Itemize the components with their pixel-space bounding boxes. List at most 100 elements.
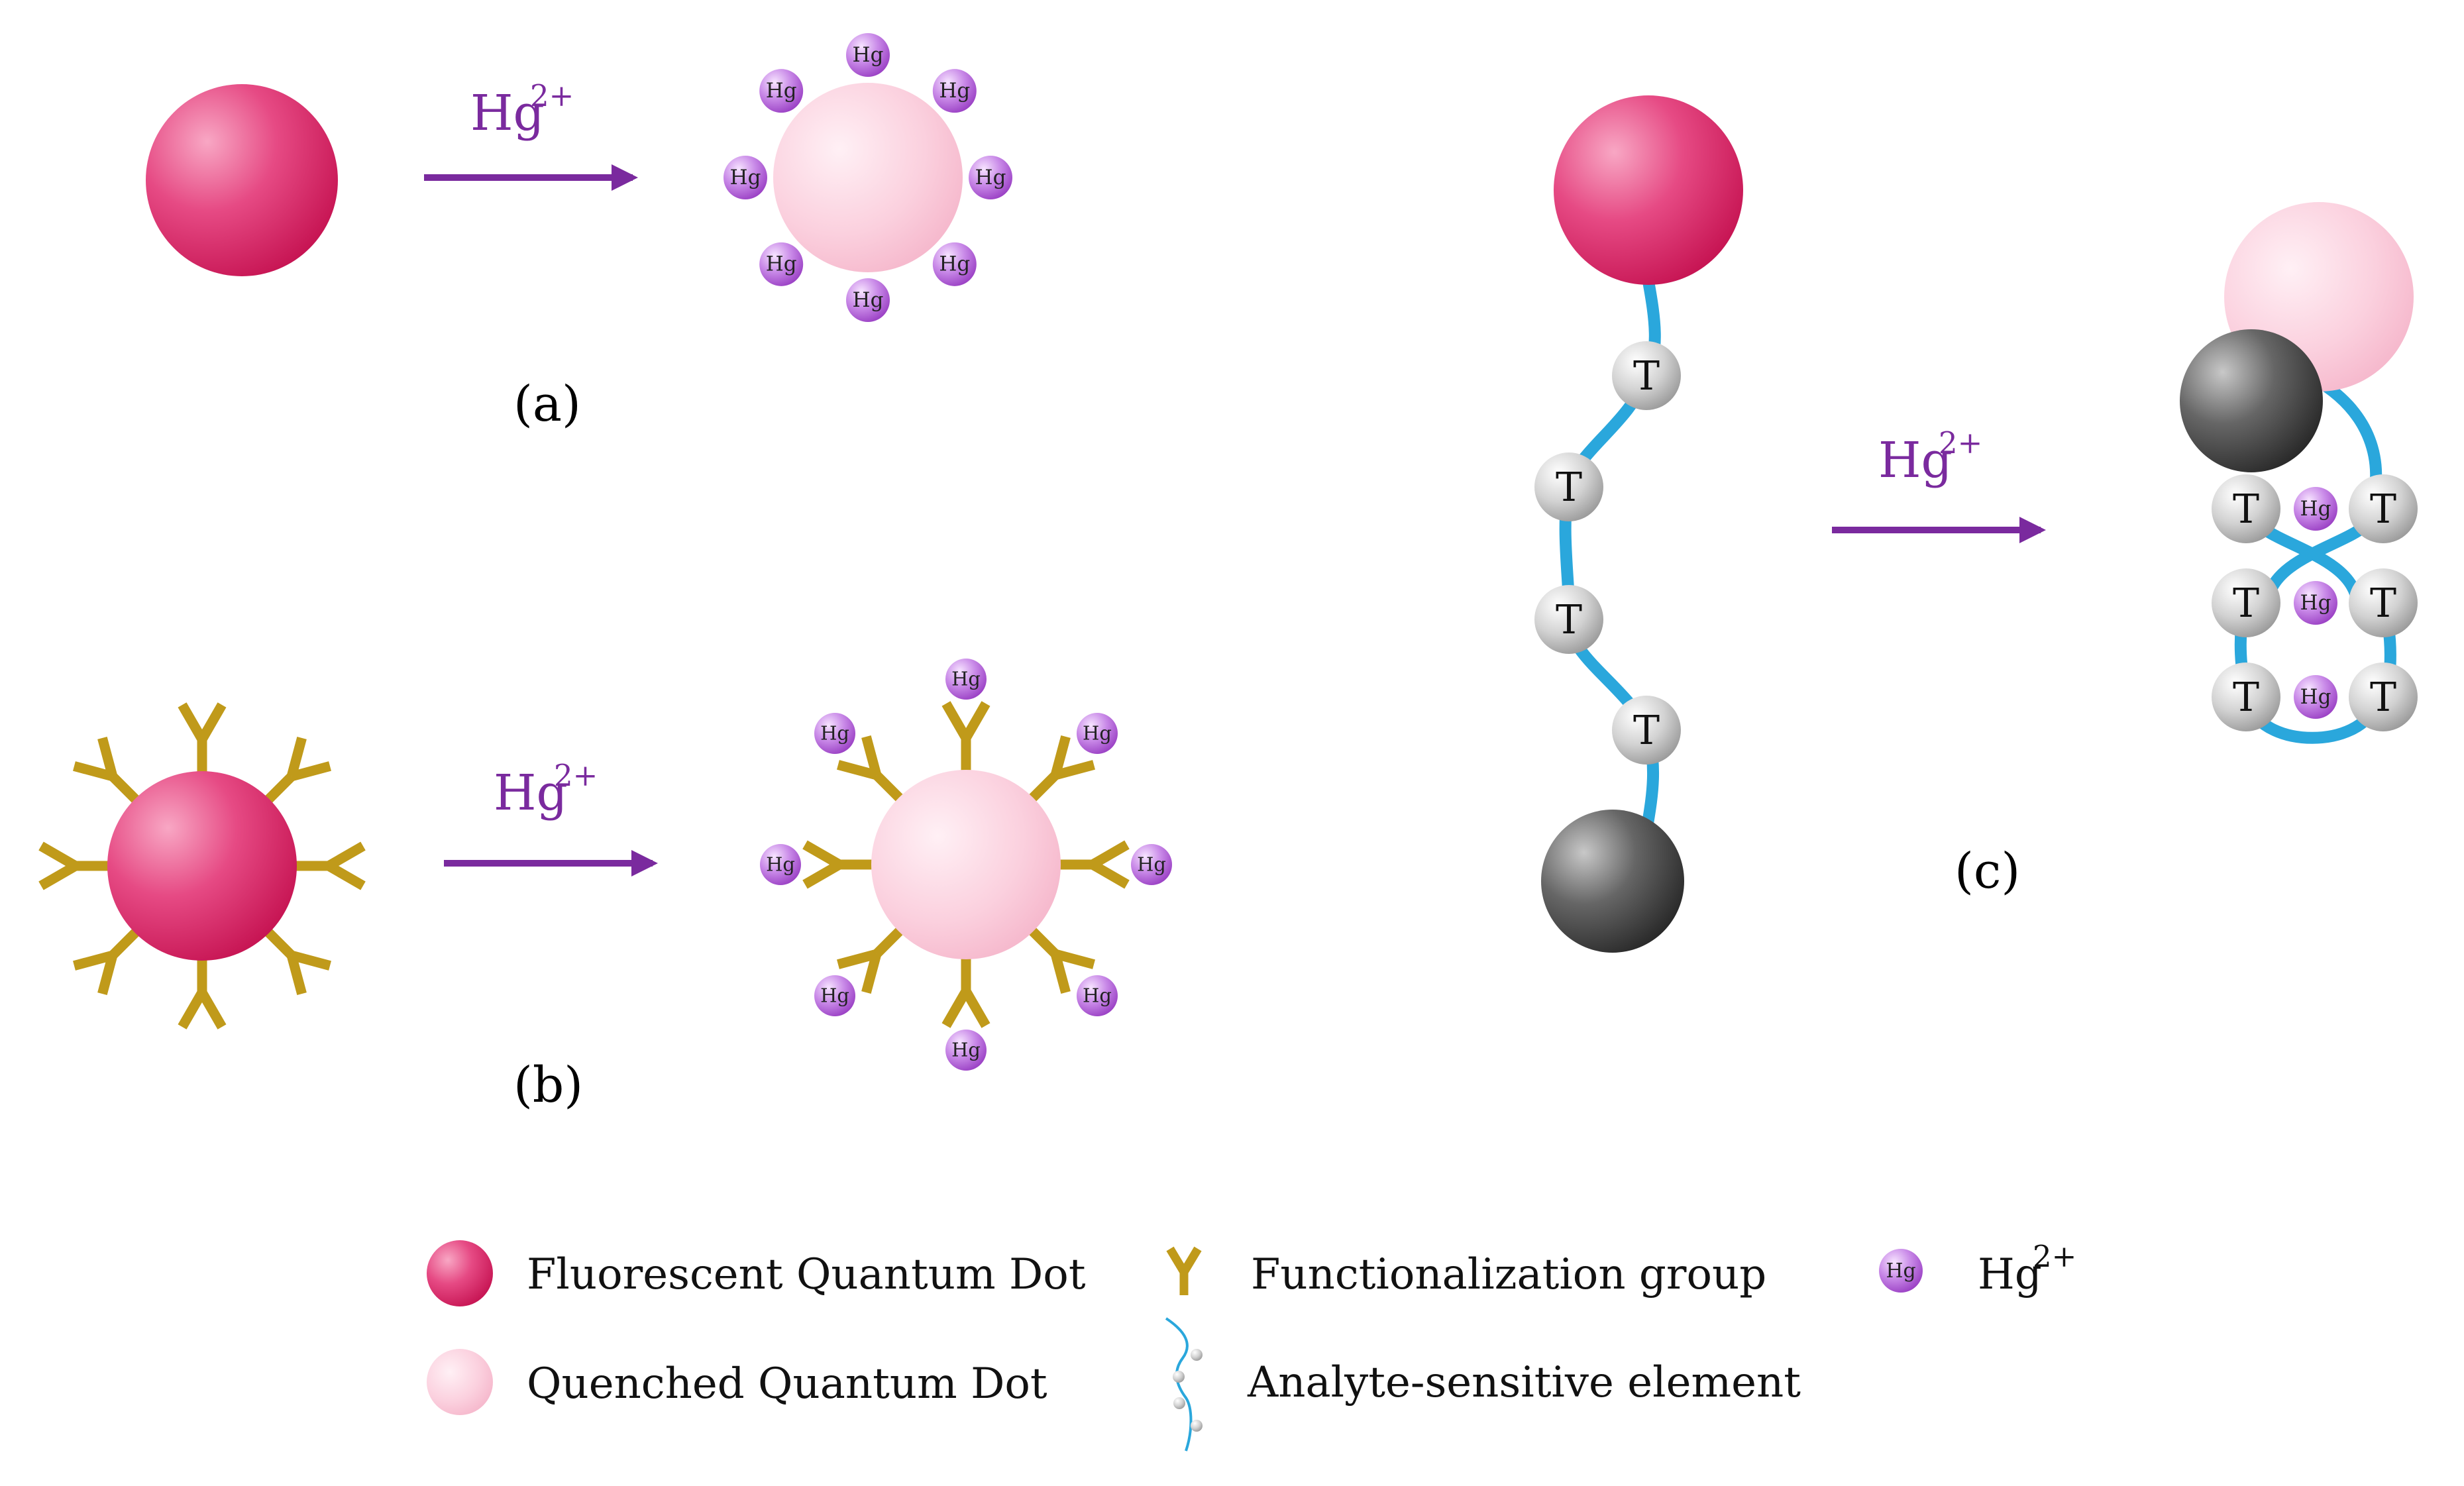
thymine: T bbox=[2349, 568, 2418, 637]
hg-ion: Hg bbox=[814, 975, 856, 1016]
legend-item-fluorescent: Fluorescent Quantum Dot bbox=[427, 1240, 1086, 1306]
hg-ion: Hg bbox=[723, 156, 767, 199]
reaction-arrow: Hg 2+ bbox=[424, 78, 638, 191]
hg-ion-label: Hg bbox=[939, 252, 970, 276]
legend-label: Fluorescent Quantum Dot bbox=[527, 1250, 1086, 1299]
hg-ion-sphere bbox=[1131, 844, 1172, 885]
functional-group bbox=[73, 924, 144, 995]
thymine: T bbox=[2349, 474, 2418, 543]
legend: Fluorescent Quantum Dot Quenched Quantum… bbox=[427, 1239, 2076, 1452]
reagent-charge: 2+ bbox=[554, 758, 598, 793]
hg-ion-label: Hg bbox=[951, 1038, 981, 1061]
reagent-symbol: Hg bbox=[1878, 432, 1953, 489]
thymine: T bbox=[1612, 341, 1681, 410]
thymine-sphere bbox=[1612, 696, 1681, 765]
reagent-charge: 2+ bbox=[1939, 425, 1982, 460]
quencher bbox=[1541, 810, 1684, 953]
hg-ion: Hg bbox=[1076, 975, 1118, 1016]
functional-group bbox=[290, 841, 366, 890]
hg-ion-sphere bbox=[846, 278, 890, 322]
functional-group bbox=[802, 840, 878, 889]
hg-ion-sphere bbox=[2294, 675, 2337, 719]
thymine-sphere bbox=[2349, 568, 2418, 637]
hg-ion-label: Hg bbox=[1137, 853, 1166, 875]
legend-ion-symbol: Hg bbox=[1978, 1250, 2042, 1299]
hg-ion-sphere bbox=[945, 659, 987, 700]
functional-group bbox=[73, 737, 144, 808]
hg-ion-sphere bbox=[759, 69, 804, 113]
legend-label: Analyte-sensitive element bbox=[1247, 1358, 1801, 1407]
hg-ion-label: Hg bbox=[853, 288, 884, 312]
thymine-label: T bbox=[1556, 464, 1582, 511]
legend-ion-charge: 2+ bbox=[2033, 1239, 2076, 1274]
legend-item-quenched: Quenched Quantum Dot bbox=[427, 1349, 1047, 1415]
quenched-qd bbox=[871, 770, 1061, 959]
hg-ion-label: Hg bbox=[1083, 721, 1112, 744]
hg-ion: Hg bbox=[969, 156, 1012, 199]
thymine: T bbox=[1612, 696, 1681, 765]
thymine-label: T bbox=[1633, 708, 1660, 754]
hg-ion-label: Hg bbox=[1083, 984, 1112, 1006]
thymine-label: T bbox=[2370, 674, 2396, 721]
thymine-sphere bbox=[2212, 568, 2280, 637]
thymine-label: T bbox=[2370, 486, 2396, 533]
thymine-label: T bbox=[2233, 580, 2259, 627]
reagent-charge: 2+ bbox=[530, 78, 574, 113]
hg-ion-label: Hg bbox=[2300, 497, 2331, 521]
hg-ion: Hg bbox=[945, 1030, 987, 1071]
thymine-chain: T T T T bbox=[1534, 341, 1681, 765]
thymine-sphere bbox=[2212, 663, 2280, 731]
hg-ion-sphere bbox=[2294, 581, 2337, 625]
thymine-sphere bbox=[1534, 452, 1603, 521]
functional-group bbox=[260, 924, 331, 995]
hg-ion: Hg bbox=[2294, 487, 2337, 531]
quenched-qd-swatch bbox=[427, 1349, 493, 1415]
hg-ion-sphere bbox=[723, 156, 767, 199]
hg-ion: Hg bbox=[846, 33, 890, 77]
hg-ion-sphere bbox=[760, 844, 801, 885]
hg-ion: Hg bbox=[932, 69, 977, 113]
functional-group bbox=[1054, 840, 1130, 889]
functional-group bbox=[178, 954, 227, 1030]
hg-ion-sphere bbox=[814, 975, 856, 1016]
thymine-label: T bbox=[2370, 580, 2396, 627]
hg-ion: Hg bbox=[759, 242, 804, 286]
thymine: T bbox=[2349, 663, 2418, 731]
panel-label-c: (c) bbox=[1955, 843, 2020, 900]
hg-ion-label: Hg bbox=[975, 166, 1006, 189]
fluorescent-qd bbox=[107, 771, 297, 961]
reaction-arrow: Hg 2+ bbox=[1832, 425, 2046, 543]
thymine-label: T bbox=[2233, 674, 2259, 721]
hg-ion: Hg bbox=[1076, 713, 1118, 755]
analyte-element-swatch bbox=[1165, 1317, 1203, 1452]
thymine-sphere bbox=[2212, 474, 2280, 543]
hg-ion-label: Hg bbox=[2300, 591, 2331, 615]
functional-group bbox=[941, 953, 991, 1028]
thymine-sphere bbox=[1612, 341, 1681, 410]
hg-ion-sphere bbox=[932, 242, 977, 286]
thymine: T bbox=[2212, 663, 2280, 731]
hg-ion: Hg bbox=[2294, 581, 2337, 625]
thymine: T bbox=[2212, 474, 2280, 543]
thymine: T bbox=[1534, 452, 1603, 521]
reagent-symbol: Hg bbox=[470, 85, 545, 142]
thymine: T bbox=[1534, 585, 1603, 654]
legend-item-hg: Hg Hg 2+ bbox=[1879, 1239, 2076, 1299]
hg-ion-sphere bbox=[1076, 713, 1118, 755]
hg-ion-label: Hg bbox=[853, 43, 884, 67]
panel-label-b: (b) bbox=[513, 1057, 583, 1114]
thymine: T bbox=[2212, 568, 2280, 637]
thymine-sphere bbox=[2349, 474, 2418, 543]
reagent-symbol: Hg bbox=[494, 765, 568, 822]
quenched-qd bbox=[773, 83, 963, 272]
hg-ion: Hg bbox=[932, 242, 977, 286]
hg-ion: Hg bbox=[945, 659, 987, 700]
hg-ion-label: Hg bbox=[766, 853, 795, 875]
hg-ion-sphere bbox=[846, 33, 890, 77]
